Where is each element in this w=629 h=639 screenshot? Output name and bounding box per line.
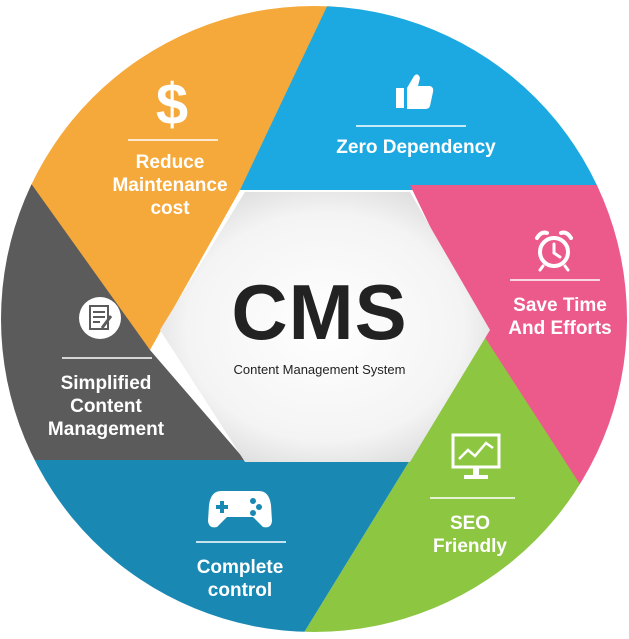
label-line: cost <box>150 198 190 219</box>
label-reduce-maintenance-cost: Reduce Maintenance cost <box>100 151 240 220</box>
monitor-chart-icon <box>450 432 502 482</box>
label-line: Friendly <box>433 536 507 557</box>
dollar-icon: $ <box>150 72 195 137</box>
label-line: Content <box>70 396 142 417</box>
label-complete-control: Complete control <box>170 556 310 602</box>
label-line: SEO <box>449 513 491 534</box>
label-line: Save Time <box>513 295 607 316</box>
label-save-time: Save Time And Efforts <box>490 294 629 340</box>
gamepad-icon <box>207 485 273 531</box>
center-hexagon <box>160 192 490 462</box>
label-line: Management <box>47 419 165 440</box>
label-line: control <box>207 580 273 601</box>
label-line: Simplified <box>60 373 152 394</box>
center-subtitle: Content Management System <box>233 362 406 377</box>
label-line: Zero Dependency <box>336 137 496 158</box>
segment-save-time <box>410 185 627 520</box>
center-title: CMS <box>231 268 408 356</box>
label-line: Maintenance <box>112 175 228 196</box>
segment-simplified-content <box>1 140 245 460</box>
label-zero-dependency: Zero Dependency <box>316 136 516 159</box>
alarm-clock-icon <box>533 228 575 272</box>
label-simplified-content: Simplified Content Management <box>36 372 176 441</box>
label-line: Reduce <box>135 152 205 173</box>
svg-text:$: $ <box>156 72 188 132</box>
document-edit-icon <box>78 296 122 340</box>
thumbs-up-icon <box>394 70 436 112</box>
label-line: And Efforts <box>508 318 612 339</box>
label-line: Complete <box>196 557 284 578</box>
label-seo-friendly: SEO Friendly <box>410 512 530 558</box>
